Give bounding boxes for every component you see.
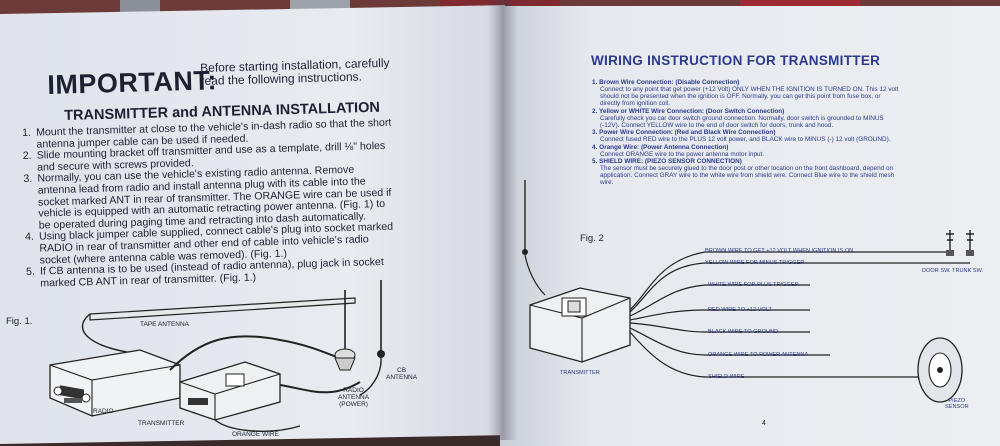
wiring-item-body: Connect fused RED wire to the PLUS 12 vo… [600,136,891,143]
cb-antenna-label-line: CB [397,367,407,374]
cb-antenna-label: CB ANTENNA [386,367,417,381]
wiring-title: WIRING INSTRUCTION FOR TRANSMITTER [591,53,881,68]
door-switch-label: DOOR SW. TRUNK SW. [922,268,984,274]
door-switch-icon [946,230,974,256]
step-number: 2. [22,149,32,163]
wire-label-shield: SHIELD WIRE [708,374,745,380]
radio-antenna-label-line: RADIO [343,387,364,394]
figure-2-diagram [522,180,974,403]
wiring-item-heading: 3. Power Wire Connection: (Red and Black… [592,129,776,136]
power-antenna-icon [334,290,356,371]
step-number: 1. [21,126,32,139]
transmitter-label: TRANSMITTER [560,370,600,376]
wiring-item-heading: 2. Yellow or WHITE Wire Connection: (Doo… [592,107,785,115]
transmitter-box-icon [529,287,631,363]
wiring-item-heading: 4. Orange Wire: (Power Antenna Connectio… [592,143,729,151]
piezo-label-line: SENSOR [945,404,969,410]
wiring-item-body: Carefully check you car door switch grou… [600,114,884,129]
tape-antenna-label: TAPE ANTENNA [140,321,190,328]
wiring-instructions: 1. Brown Wire Connection: (Disable Conne… [592,79,902,187]
cb-antenna-icon [359,280,385,396]
wiring-item-body: Connect ORANGE wire to the power antenna… [600,150,765,158]
page-number: 4 [762,420,766,427]
wire-label-orange: ORANGE WIRE TO POWER ANTENNA [708,352,809,358]
orange-wire-label: ORANGE WIRE [232,431,279,438]
list-item: 5. SHIELD WIRE: (PIEZO SENSOR CONNECTION… [592,158,902,186]
list-item: 4. Orange Wire: (Power Antenna Connectio… [592,144,902,158]
radio-antenna-label: RADIO ANTENNA (POWER) [338,387,369,408]
radio-antenna-label-line: ANTENNA [338,394,370,401]
wiring-item-heading: 1. Brown Wire Connection: (Disable Conne… [592,79,740,86]
installation-steps: 1.Mount the transmitter at close to the … [21,117,396,291]
transmitter-label: TRANSMITTER [138,420,185,427]
wiring-item-body: The sensor must be securely glued to the… [600,165,895,186]
radio-label: RADIO [93,408,114,415]
right-page [500,6,1000,446]
radio-icon [49,349,181,417]
piezo-label-line: PIEZO [948,398,966,404]
wire-label-black: BLACK WIRE TO GROUND [708,329,779,335]
tape-antenna-icon [81,297,356,356]
radio-antenna-label-line: (POWER) [339,401,368,408]
wiring-item-heading: 5. SHIELD WIRE: (PIEZO SENSOR CONNECTION… [592,158,742,165]
step-number: 3. [23,173,33,186]
wire-label-red: RED WIRE TO +12 VOLT [708,307,772,313]
figure-2-label: Fig. 2 [580,233,604,244]
step-text: Normally, you can use the vehicle's exis… [37,164,392,232]
wire-label-brown: BROWN WIRE TO GET +12 VOLT WHEN IGNITION… [705,248,854,254]
piezo-sensor-label: PIEZO SENSOR [945,398,969,410]
step-number: 4. [24,231,35,244]
wire-label-white: WHITE WIRE FOR PLUS TRIGGER [708,282,799,288]
antenna-icon [522,180,546,296]
list-item: 1. Brown Wire Connection: (Disable Conne… [592,79,902,107]
piezo-sensor-icon [917,337,963,403]
wiring-item-body: Connect to any point that get power (+12… [600,86,899,107]
list-item: 3. Power Wire Connection: (Red and Black… [592,129,902,143]
cb-antenna-label-line: ANTENNA [386,374,418,381]
figure-1-label: Fig. 1. [6,316,33,327]
list-item: 2. Yellow or WHITE Wire Connection: (Doo… [592,108,902,129]
book-gutter [488,0,518,440]
important-title: IMPORTANT: [47,65,218,100]
wire-label-yellow: YELLOW WIRE FOR MINUS TRIGGER [705,260,805,266]
wire-bundle [629,251,970,378]
figure-1-diagram [49,280,385,432]
transmitter-box-icon [179,361,281,421]
